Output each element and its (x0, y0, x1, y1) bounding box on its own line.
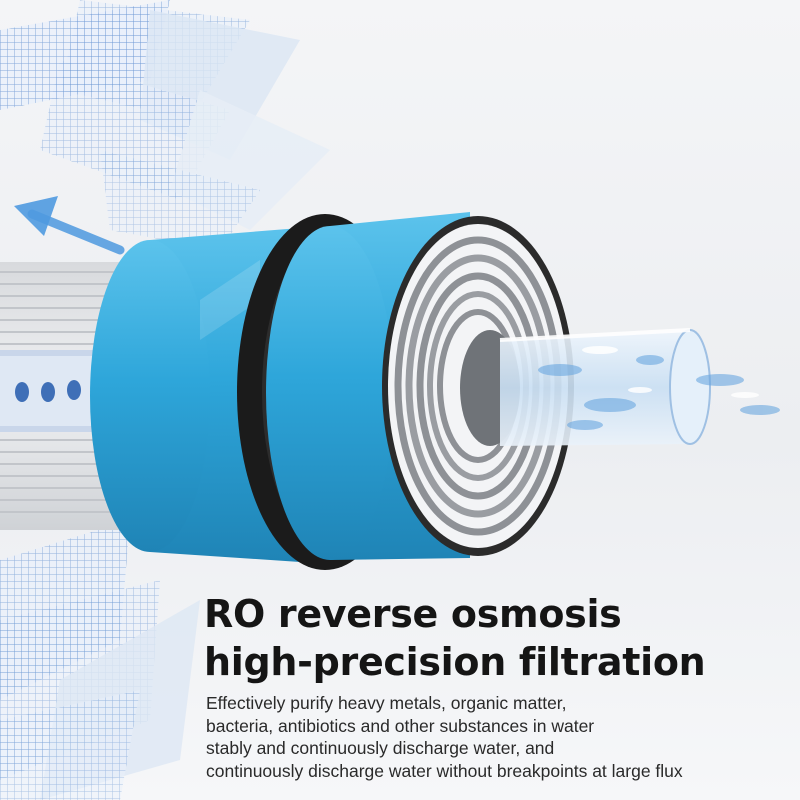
water-tube (499, 328, 780, 446)
description-text: Effectively purify heavy metals, organic… (206, 692, 683, 782)
flow-arrow-icon (14, 196, 125, 255)
description-line: stably and continuously discharge water,… (206, 738, 555, 758)
description-line: bacteria, antibiotics and other substanc… (206, 715, 595, 736)
description-line: continuously discharge water without bre… (206, 760, 683, 781)
headline-line-2: high-precision filtration (204, 640, 706, 684)
mesh-fan-top (0, 0, 330, 250)
description-line: Effectively purify heavy metals, organic… (206, 693, 567, 713)
headline-line-1: RO reverse osmosis (204, 592, 622, 636)
mesh-fan-bottom (0, 520, 200, 800)
